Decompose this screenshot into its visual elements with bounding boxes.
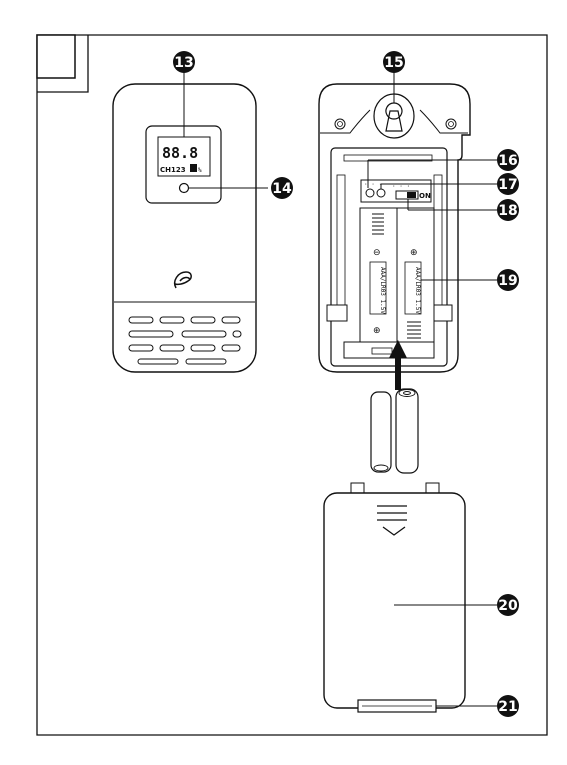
unit-button	[377, 189, 385, 197]
back-view-sensor: · · · · · · ON ⊖ AAA/LR03 1.5V ⊕ ⊕ AAA/L…	[319, 72, 497, 372]
led-indicator	[180, 184, 189, 193]
callout-17-label: 17	[498, 177, 517, 193]
callout-21-label: 21	[498, 699, 517, 715]
front-view-sensor: 88.8 CH123 %	[113, 72, 268, 372]
callout-14-label: 14	[272, 181, 292, 197]
callout-15: 15	[383, 51, 405, 73]
lcd-digits: 88.8	[162, 144, 198, 162]
callout-21: 21	[497, 695, 519, 717]
switch-on-label: ON	[419, 192, 431, 200]
callout-20-label: 20	[498, 598, 518, 614]
screw-hole-left	[335, 119, 345, 129]
callout-18-label: 18	[498, 203, 517, 219]
battery-right-text: AAA/LR03 1.5V	[414, 267, 421, 314]
callout-14: 14	[271, 177, 293, 199]
callout-16: 16	[497, 149, 519, 171]
callout-15-label: 15	[384, 55, 403, 71]
callout-16-label: 16	[498, 153, 517, 169]
plus-symbol-left: ⊕	[373, 326, 381, 336]
lcd-channel-text: CH123	[160, 166, 186, 174]
screw-hole-right	[446, 119, 456, 129]
callout-19: 19	[497, 269, 519, 291]
callout-18: 18	[497, 199, 519, 221]
callout-20: 20	[497, 594, 519, 616]
plus-symbol-right: ⊕	[410, 248, 418, 258]
callout-13-label: 13	[174, 55, 193, 71]
callout-17: 17	[497, 173, 519, 195]
callout-19-label: 19	[498, 273, 517, 289]
figure-number-box	[37, 35, 75, 78]
svg-text:%: %	[198, 167, 202, 174]
callout-13: 13	[173, 51, 195, 73]
battery-cover	[324, 483, 497, 712]
channel-button	[366, 189, 374, 197]
loose-batteries	[371, 389, 418, 473]
svg-text:· · ·: · · ·	[364, 181, 382, 188]
battery-left-text: AAA/LR03 1.5V	[379, 267, 386, 314]
minus-symbol-left: ⊖	[373, 248, 381, 258]
